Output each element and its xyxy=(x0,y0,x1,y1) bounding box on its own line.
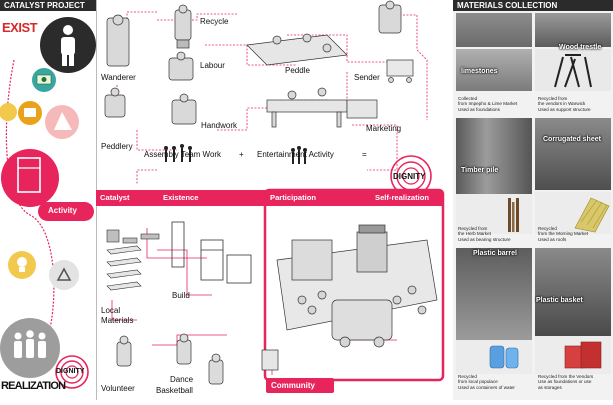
label-materials: Materials xyxy=(101,316,134,325)
label-assembly: Assembly Team Work xyxy=(144,150,222,159)
stage-bar xyxy=(96,190,442,206)
label-entertainment: Entertainment Activity xyxy=(257,150,334,159)
left-column-graphics xyxy=(0,17,96,389)
stage-participation: Participation xyxy=(270,193,316,202)
label-basketball: Basketball xyxy=(156,386,193,395)
exist-word: EXIST xyxy=(2,20,38,35)
barrel-icon xyxy=(489,345,519,369)
activity-pill xyxy=(38,202,94,221)
label-recycle: Recycle xyxy=(200,17,229,26)
local-materials xyxy=(106,229,160,291)
caption-wood-trestle: Recycled from the vendors in Warwick Use… xyxy=(538,96,591,112)
title-plastic-barrel: Plastic barrel xyxy=(473,250,517,257)
catalyst-project-header: CATALYST PROJECT xyxy=(0,0,96,11)
marketing-table xyxy=(266,99,348,113)
community-pill xyxy=(266,378,334,393)
basket-icon xyxy=(564,341,602,369)
recycle-icon xyxy=(49,260,79,290)
photo-row1-right-top xyxy=(535,13,611,47)
vendor-icon xyxy=(0,103,17,121)
photo-row1-left-top xyxy=(456,13,532,47)
label-wanderer: Wanderer xyxy=(101,73,136,82)
title-wood-trestle: Wood trestle xyxy=(559,44,602,51)
activity-label: Activity xyxy=(48,206,77,215)
left-column: EXIST Activity DIGNITY REALIZATION xyxy=(0,0,96,400)
title-corrugated-sheet: Corrugated sheet xyxy=(543,136,601,143)
label-dignity-center: DIGNITY xyxy=(393,172,426,181)
label-sender: Sender xyxy=(354,73,380,82)
photo-corrugated-sheet xyxy=(535,192,611,234)
label-equals: = xyxy=(362,150,367,159)
title-plastic-basket: Plastic basket xyxy=(536,297,583,304)
materials-header: MATERIALS COLLECTION xyxy=(453,0,613,11)
label-volunteer: Volunteer xyxy=(101,384,135,393)
label-labour: Labour xyxy=(200,61,225,70)
title-timber-pile: Timber pile xyxy=(461,167,499,174)
caption-plastic-basket: Recycled from the Vendors Use as foundat… xyxy=(538,374,594,390)
caption-plastic-barrel: Recycled from local populace Used as con… xyxy=(458,374,515,390)
corrugated-sheet-icon xyxy=(574,197,610,233)
timber-post-icon xyxy=(508,198,519,232)
sender-cart xyxy=(386,59,414,77)
basketball-figure xyxy=(208,359,224,385)
labour-figure xyxy=(168,57,194,81)
photo-corrugated-top xyxy=(535,118,611,190)
activity-circle xyxy=(1,149,59,207)
photo-timber-pile xyxy=(456,118,532,194)
community-scene xyxy=(276,224,438,348)
stage-catalyst: Catalyst xyxy=(100,193,130,202)
photo-timber-product xyxy=(456,194,532,234)
handwork-figure xyxy=(171,99,197,125)
assembly-team-figures xyxy=(164,144,192,162)
photo-limestones xyxy=(456,49,532,91)
caption-limestones: Collected from Impepho & Lime Market Use… xyxy=(458,96,518,112)
dance-figure xyxy=(176,339,192,365)
peddlery-figure xyxy=(104,94,126,118)
entertainment-figures xyxy=(291,146,307,164)
peddle-mats xyxy=(246,34,348,66)
label-plus: + xyxy=(239,150,244,159)
label-community: Community xyxy=(271,381,315,390)
label-handwork: Handwork xyxy=(201,121,238,130)
label-dance: Dance xyxy=(170,375,194,384)
label-local: Local xyxy=(101,306,121,315)
stage-existence: Existence xyxy=(163,193,199,202)
bin-figure xyxy=(261,349,279,371)
recycle-figure xyxy=(174,9,192,41)
photo-wood-trestle xyxy=(535,49,611,91)
caption-timber-pile: Recycled from the Herb Market Used as be… xyxy=(458,226,511,242)
volunteer-figure xyxy=(116,341,132,367)
label-peddlery: Peddlery xyxy=(101,142,133,151)
diagram-canvas xyxy=(104,0,445,385)
label-marketing: Marketing xyxy=(366,124,402,133)
caption-corrugated-sheet: Recycled from the Morning Market Used as… xyxy=(538,226,589,242)
label-peddle: Peddle xyxy=(285,66,310,75)
label-build: Build xyxy=(172,291,190,300)
realization-word: REALIZATION xyxy=(1,380,66,392)
left-dignity-label: DIGNITY xyxy=(56,368,85,375)
photo-plastic-basket xyxy=(535,248,611,336)
photo-plastic-barrel xyxy=(456,248,532,340)
photo-barrel-product xyxy=(456,340,532,374)
title-limestones: limestones xyxy=(461,68,498,75)
photo-basket-product xyxy=(535,336,611,374)
build-structures xyxy=(171,221,252,284)
trestle-icon xyxy=(554,54,592,88)
stage-self-realization: Self-realization xyxy=(375,193,430,202)
dignity-target xyxy=(55,355,89,389)
